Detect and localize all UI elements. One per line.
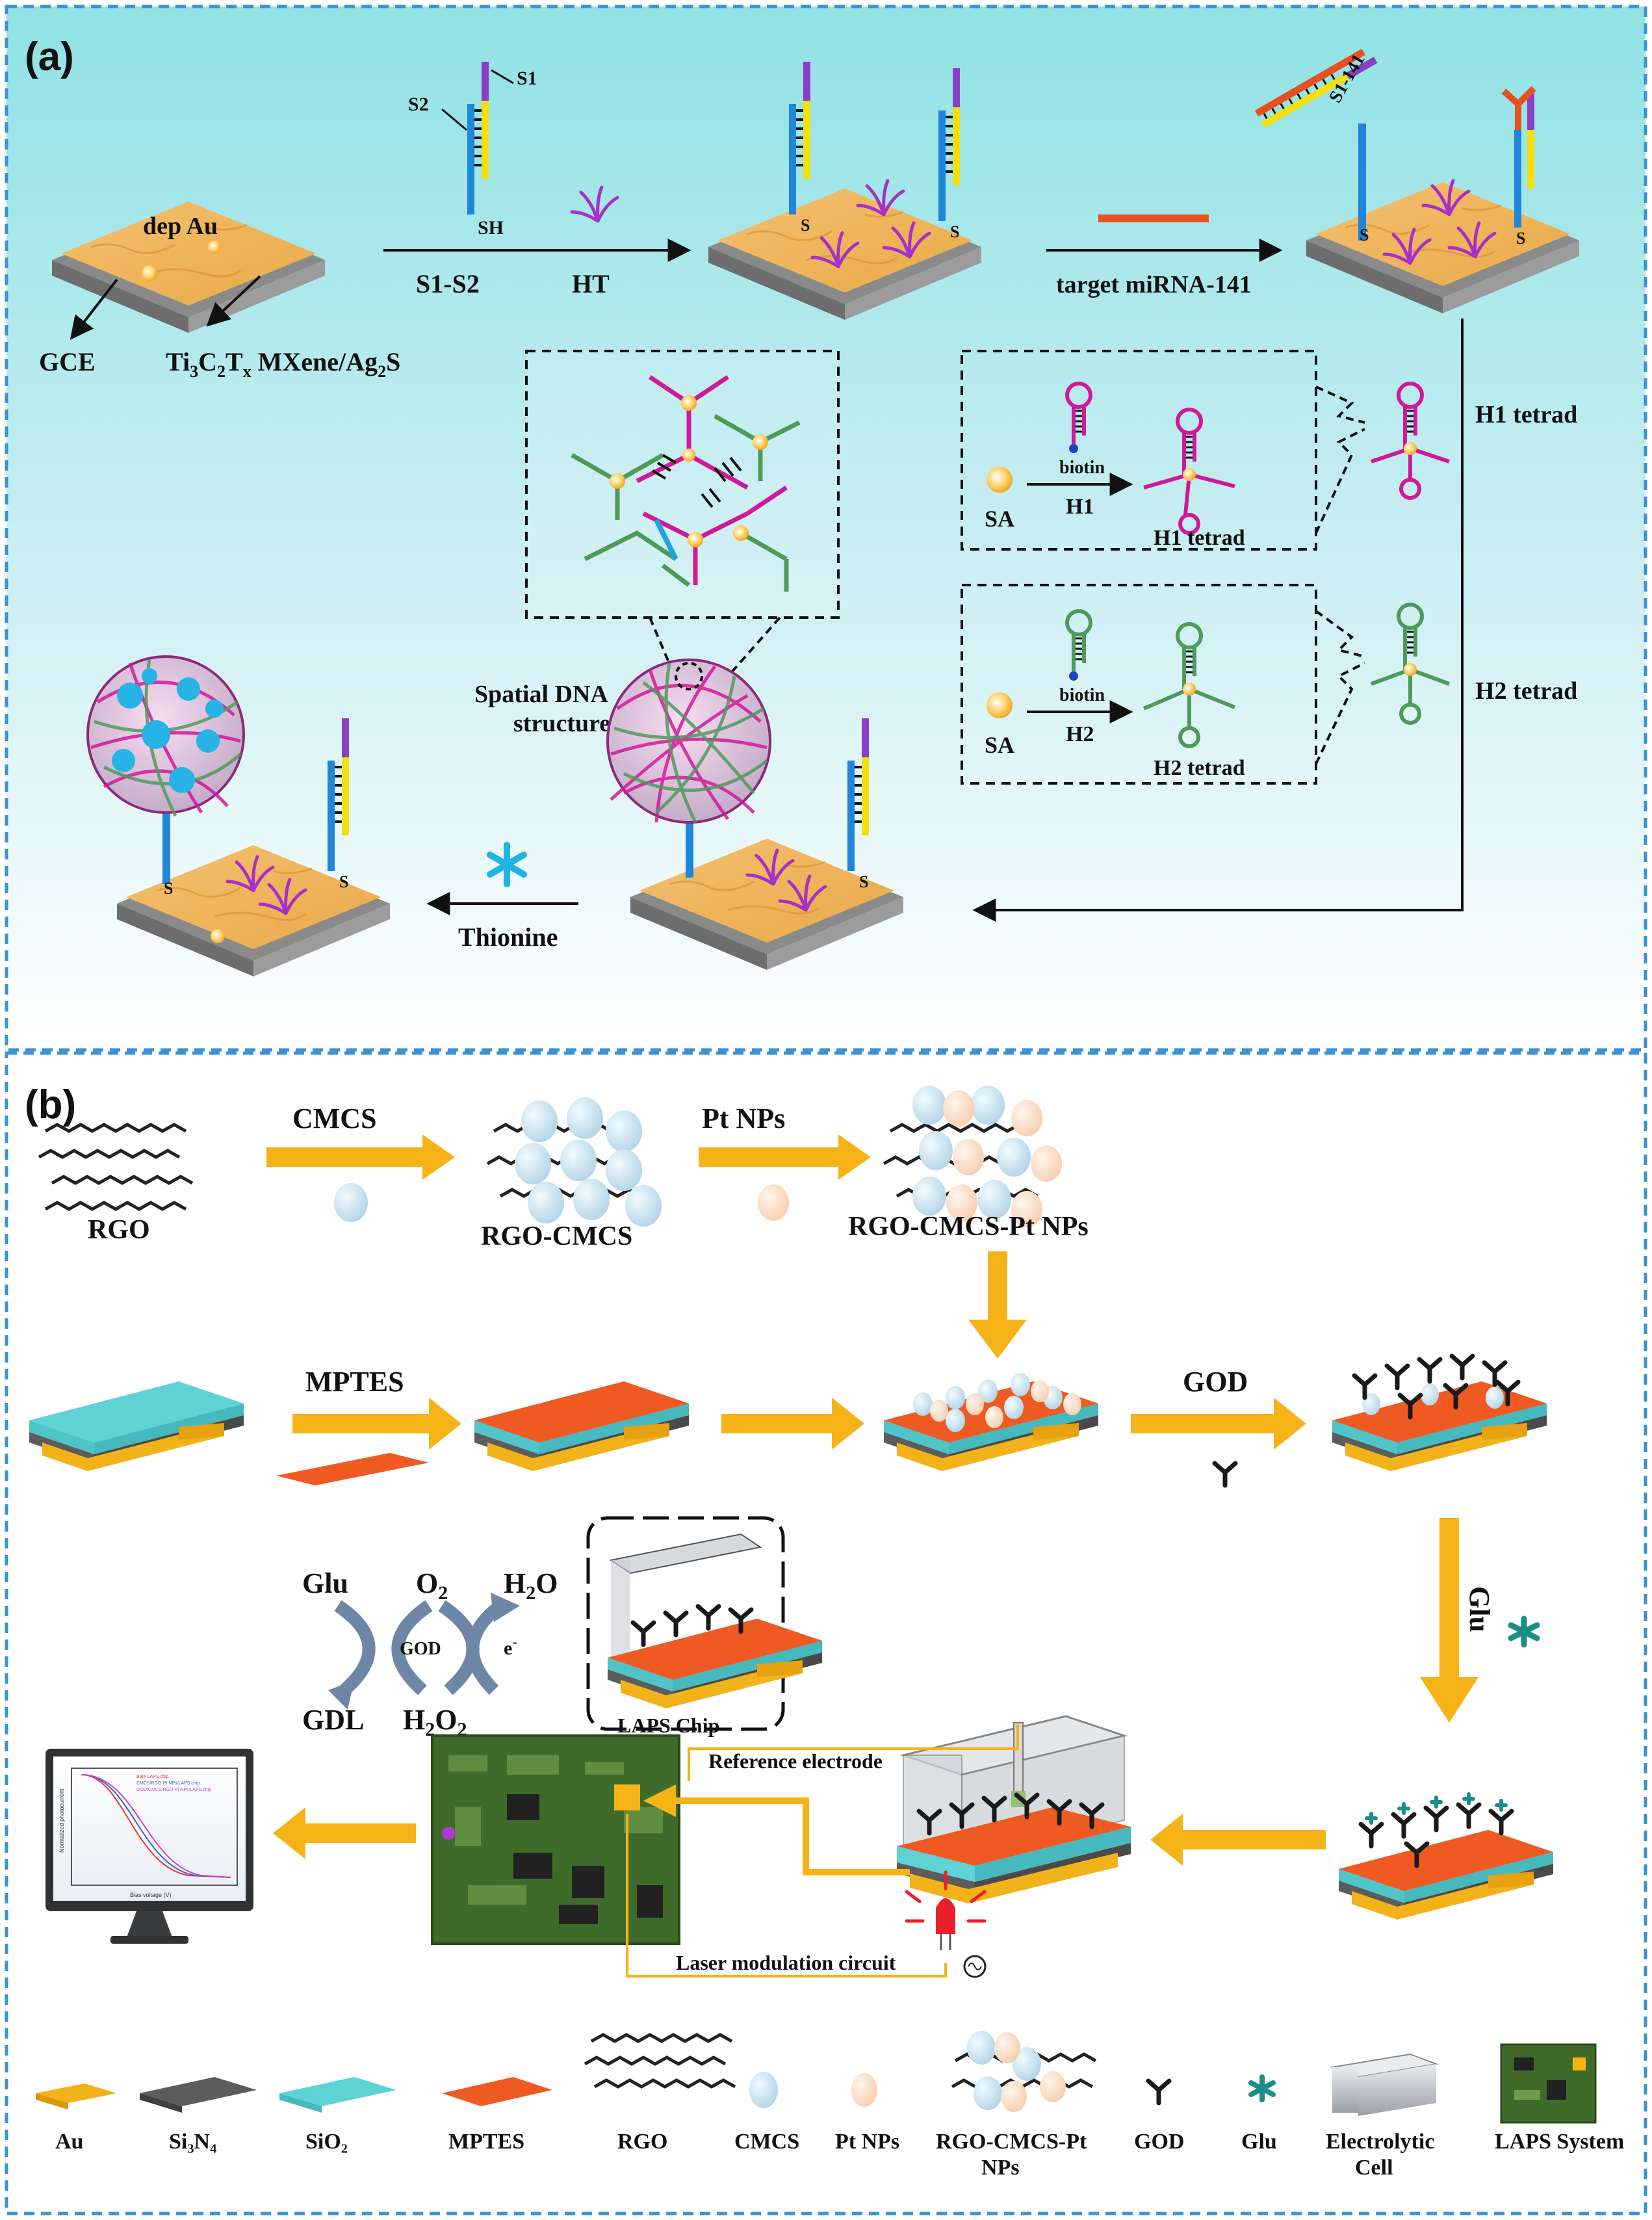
target-mirna-label: target miRNA-141: [1056, 271, 1252, 298]
s1-s2-label: S1-S2: [416, 269, 480, 298]
svg-text:SH: SH: [478, 217, 504, 239]
svg-text:LAPS System: LAPS System: [1495, 2130, 1624, 2154]
dep-au-label: dep Au: [143, 213, 218, 240]
thionine-icon: [487, 842, 527, 887]
svg-text:GDL: GDL: [302, 1704, 364, 1736]
rgo-label: RGO: [88, 1215, 150, 1245]
svg-text:S: S: [1516, 229, 1525, 248]
svg-text:Electrolytic: Electrolytic: [1326, 2130, 1434, 2154]
laser-diode: [905, 1870, 987, 1978]
pt-bead: [758, 1184, 789, 1221]
laps-pcb: [431, 1734, 680, 1945]
mptes-chip: [474, 1381, 689, 1471]
svg-text:Normalized photocurrent: Normalized photocurrent: [58, 1788, 65, 1853]
h1-tetrad-right-label: H1 tetrad: [1475, 401, 1577, 428]
pt-modified-chip: [884, 1373, 1098, 1471]
svg-text:Pt NPs: Pt NPs: [835, 2130, 899, 2154]
dna-sphere: [606, 659, 771, 824]
svg-text:biotin: biotin: [1059, 458, 1105, 478]
dna-sphere-with-thionine: [86, 655, 245, 817]
electrolytic-cell-chip: [897, 1715, 1131, 1903]
rgo-cmcs-pt-composite: [884, 1086, 1062, 1227]
glu-bound-chip: [1339, 1792, 1553, 1920]
h2-assembly-box: SA biotin H2 H2 tetrad: [961, 584, 1451, 785]
svg-text:S: S: [164, 879, 173, 898]
pt-nps-arrow-label: Pt NPs: [702, 1103, 785, 1134]
svg-text:H2 tetrad: H2 tetrad: [1154, 756, 1245, 780]
monitor-plot: Normalized photocurrent Bias voltage (V)…: [45, 1749, 253, 1944]
cmcs-arrow-label: CMCS: [292, 1103, 377, 1134]
svg-text:Glu: Glu: [302, 1567, 348, 1599]
spatial-dna-label-1: Spatial DNA: [474, 681, 608, 708]
legend-row: Au Si₃N₄ SiO₂ MPTES RGO CMCS Pt NPs: [36, 2031, 1624, 2180]
rgo-cmcs-composite: [487, 1097, 662, 1227]
svg-text:S: S: [801, 216, 810, 235]
svg-text:O2: O2: [416, 1567, 448, 1604]
glu-arrow-label: Glu: [1464, 1586, 1495, 1632]
panel-a: (a) dep Au GCE Ti3C2Tx MXene/Ag2S SH S2 …: [5, 5, 1647, 1052]
svg-text:H1: H1: [1066, 495, 1094, 519]
svg-text:S1: S1: [517, 68, 537, 89]
h1-assembly-box: SA biotin H1 H1 tetrad: [961, 350, 1450, 551]
mptes-arrow-label: MPTES: [305, 1366, 404, 1398]
svg-text:NPs: NPs: [981, 2156, 1020, 2180]
ref-electrode-label: Reference electrode: [708, 1749, 883, 1773]
svg-text:SA: SA: [985, 732, 1014, 758]
svg-text:biotin: biotin: [1059, 685, 1105, 705]
svg-text:S: S: [859, 872, 868, 891]
ht-label: HT: [572, 269, 610, 298]
laps-chip-zoom: LAPS Chip: [586, 1516, 822, 1737]
rgo-cmcs-label: RGO-CMCS: [481, 1221, 632, 1251]
svg-text:GOD: GOD: [400, 1639, 441, 1659]
enzyme-cycle: Glu O2 H2O GDL H2O2 GOD e-: [302, 1567, 558, 1740]
rgo-cmcs-pt-label: RGO-CMCS-Pt NPs: [848, 1212, 1089, 1242]
panel-a-label: (a): [25, 34, 74, 79]
svg-text:S: S: [1360, 226, 1369, 244]
svg-text:S: S: [950, 222, 959, 241]
svg-text:CMCS/RGO-Pt NPs/LAPS chip: CMCS/RGO-Pt NPs/LAPS chip: [136, 1781, 200, 1786]
panel-b: (b) RGO CMCS RGO-CMCS Pt NPs: [5, 1051, 1647, 2215]
cmcs-bead: [334, 1183, 368, 1222]
svg-text:MPTES: MPTES: [448, 2130, 524, 2154]
glu-star: [1508, 1615, 1540, 1648]
dna-network-zoom: [525, 350, 840, 619]
god-arrow-label: GOD: [1183, 1366, 1248, 1398]
svg-text:Bare LAPS chip: Bare LAPS chip: [136, 1775, 169, 1779]
svg-text:SA: SA: [985, 506, 1014, 532]
h2-tetrad-right-label: H2 tetrad: [1475, 677, 1577, 705]
mirna-strand: [1098, 215, 1209, 222]
hairpin-on-electrode: S: [1501, 86, 1536, 248]
gce-label: GCE: [39, 347, 96, 376]
s1-s2-probe: SH S2 S1: [408, 60, 537, 239]
svg-text:Cell: Cell: [1355, 2156, 1393, 2180]
svg-text:e-: e-: [504, 1634, 517, 1659]
svg-text:Au: Au: [55, 2130, 83, 2154]
svg-text:RGO: RGO: [617, 2130, 667, 2154]
svg-text:SiO₂: SiO₂: [305, 2130, 348, 2154]
svg-text:GOD: GOD: [1134, 2130, 1184, 2154]
svg-text:Bias voltage (V): Bias voltage (V): [130, 1892, 172, 1898]
mptes-sheet: [276, 1453, 429, 1485]
thionine-label: Thionine: [458, 922, 558, 952]
spatial-dna-label-2: structure: [513, 710, 610, 737]
svg-text:Si₃N₄: Si₃N₄: [169, 2130, 216, 2154]
god-modified-chip: [1332, 1356, 1547, 1471]
svg-text:H2O: H2O: [504, 1567, 558, 1604]
svg-text:GOD/CMCS/RGO-Pt NPs/LAPS chip: GOD/CMCS/RGO-Pt NPs/LAPS chip: [136, 1788, 211, 1792]
svg-text:LAPS Chip: LAPS Chip: [617, 1714, 719, 1737]
svg-text:H2O2: H2O2: [403, 1704, 467, 1740]
mxene-label: Ti3C2Tx MXene/Ag2S: [166, 347, 400, 381]
svg-text:H1 tetrad: H1 tetrad: [1154, 526, 1245, 550]
svg-text:Glu: Glu: [1241, 2130, 1277, 2154]
laser-label: Laser modulation circuit: [676, 1951, 896, 1974]
svg-text:H2: H2: [1066, 722, 1094, 746]
svg-text:RGO-CMCS-Pt: RGO-CMCS-Pt: [936, 2130, 1087, 2154]
svg-text:CMCS: CMCS: [734, 2130, 799, 2154]
svg-text:S2: S2: [408, 94, 429, 115]
svg-text:S: S: [339, 872, 348, 891]
panel-b-label: (b): [25, 1082, 76, 1127]
